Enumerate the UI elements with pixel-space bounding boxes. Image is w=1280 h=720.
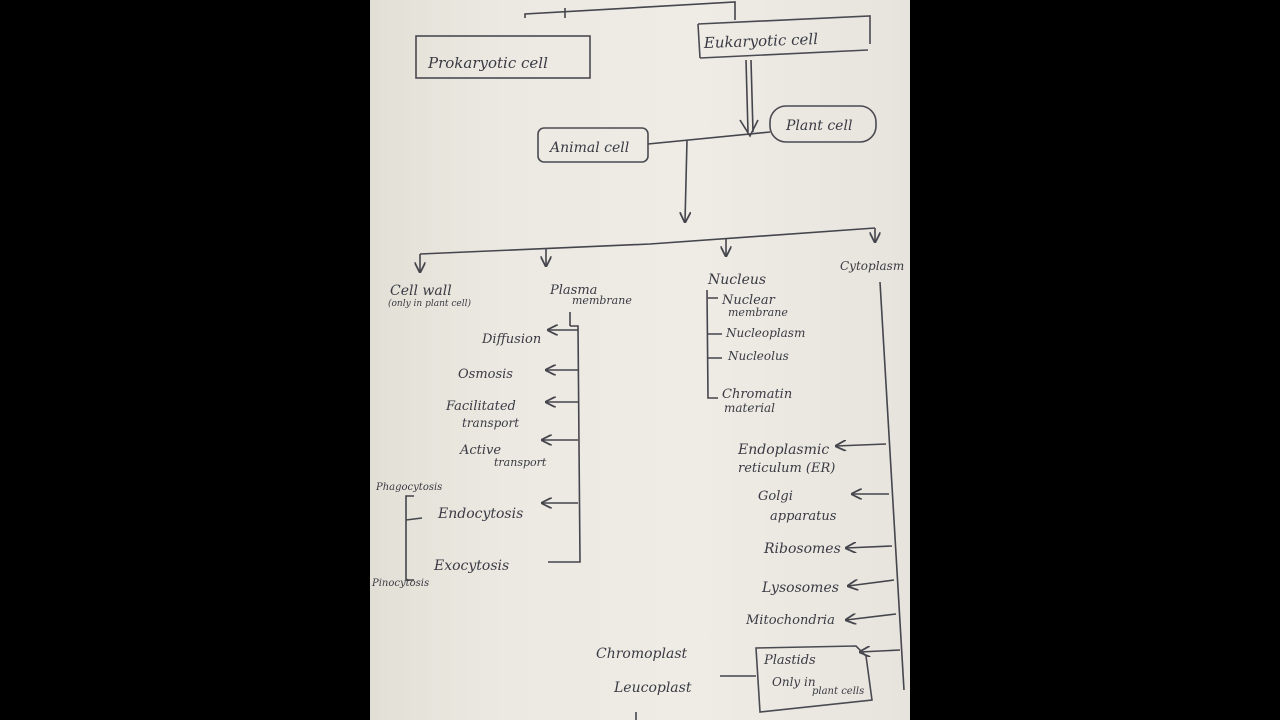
svg-text:material: material (724, 401, 775, 415)
exocytosis-label: Exocytosis (433, 558, 509, 574)
prokaryotic-box (415, 35, 591, 79)
chromatin-material-label: Chromatin (722, 387, 792, 402)
nucleolus-label: Nucleolus (727, 349, 789, 363)
ribosomes-label: Ribosomes (763, 541, 841, 557)
plastid-types: Chromoplast Leucoplast (596, 646, 756, 720)
osmosis-label: Osmosis (458, 367, 513, 382)
cytoplasm-label: Cytoplasm (840, 259, 904, 273)
pinocytosis-label: Pinocytosis (371, 578, 429, 589)
cell-wall-label: Cell wall (390, 283, 452, 299)
eukaryotic-label: Eukaryotic cell (703, 30, 819, 52)
plant-cell-box (769, 105, 877, 143)
plastids-note: Only in (772, 675, 816, 689)
mitochondria-label: Mitochondria (745, 613, 835, 628)
branch-line (419, 227, 876, 255)
svg-text:plant cells: plant cells (812, 686, 864, 697)
active-transport-label: Active (459, 443, 501, 458)
eukaryotic-down-arrow (745, 59, 749, 133)
notebook-page: Prokaryotic cell Eukaryotic cell Animal … (370, 0, 910, 720)
animal-cell-box (537, 127, 649, 163)
svg-text:membrane: membrane (572, 294, 632, 307)
svg-text:transport: transport (462, 416, 519, 430)
nuclear-membrane-label: Nuclear (721, 293, 776, 308)
lysosomes-label: Lysosomes (761, 580, 839, 596)
plasma-membrane-items: Diffusion Osmosis Facilitated transport … (371, 330, 578, 589)
svg-text:transport: transport (494, 456, 547, 469)
golgi-apparatus-label: Golgi (758, 489, 793, 504)
chromoplast-label: Chromoplast (596, 646, 688, 662)
plastids-box (755, 645, 873, 713)
cell-wall-note: (only in plant cell) (388, 298, 471, 309)
nucleoplasm-label: Nucleoplasm (725, 326, 805, 340)
cell-concept-map: Prokaryotic cell Eukaryotic cell Animal … (371, 1, 905, 720)
svg-text:membrane: membrane (728, 306, 788, 319)
svg-text:apparatus: apparatus (770, 509, 837, 524)
nucleus-items: Nuclear membrane Nucleoplasm Nucleolus C… (706, 289, 805, 415)
facilitated-transport-label: Facilitated (445, 399, 516, 414)
endocytosis-label: Endocytosis (437, 506, 523, 522)
nucleus-label: Nucleus (707, 272, 766, 288)
svg-text:reticulum (ER): reticulum (ER) (738, 461, 835, 476)
cytoplasm-items: Endoplasmic reticulum (ER) Golgi apparat… (737, 442, 901, 713)
endoplasmic-reticulum-label: Endoplasmic (737, 442, 829, 458)
phagocytosis-label: Phagocytosis (375, 482, 442, 493)
plastids-label: Plastids (763, 653, 816, 668)
plasma-membrane-label: Plasma (549, 283, 597, 298)
diffusion-label: Diffusion (481, 332, 541, 347)
animal-cell-label: Animal cell (548, 140, 629, 156)
eukaryotic-box (697, 15, 871, 59)
plant-cell-label: Plant cell (785, 118, 852, 134)
prokaryotic-label: Prokaryotic cell (427, 54, 548, 72)
main-down-arrow (685, 139, 687, 222)
top-connector (524, 1, 736, 20)
leucoplast-label: Leucoplast (613, 680, 692, 696)
